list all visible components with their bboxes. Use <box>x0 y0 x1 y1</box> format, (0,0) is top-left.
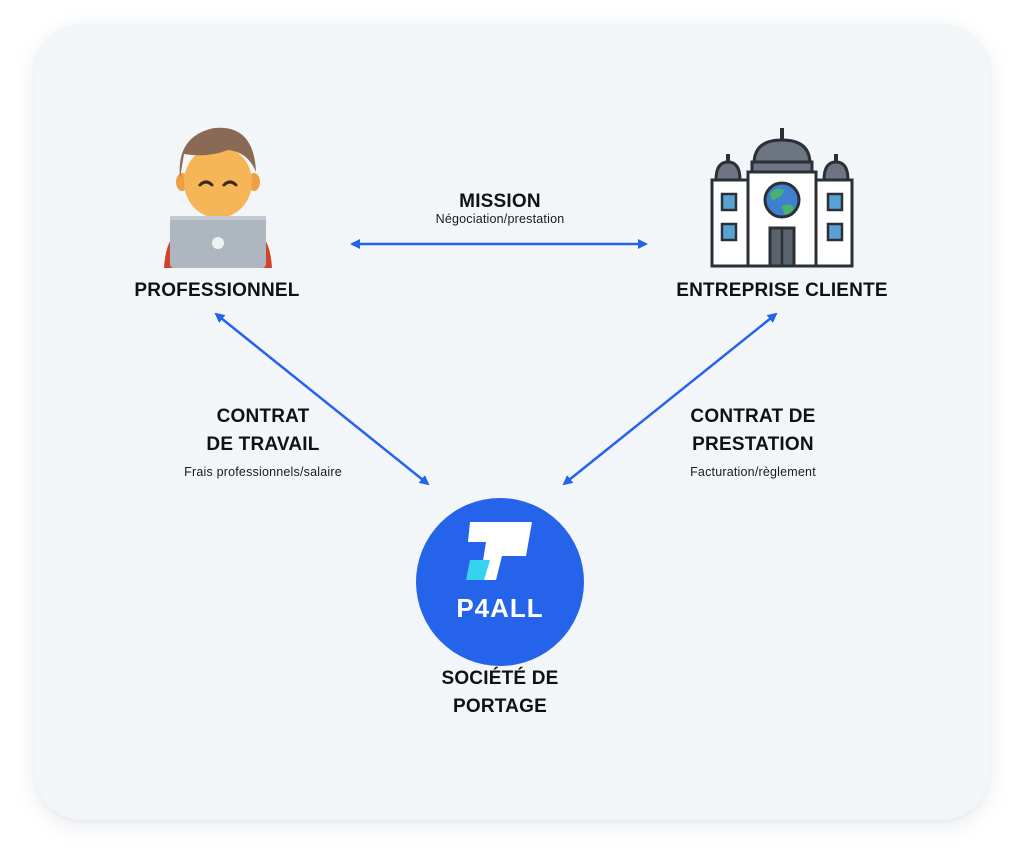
contrat-travail-title-line1: CONTRAT <box>216 406 310 427</box>
portage-title-line2: PORTAGE <box>453 696 547 717</box>
company-building-icon <box>710 128 854 268</box>
professional-laptop-icon <box>164 127 272 268</box>
logo-text: P4ALL <box>456 593 544 623</box>
mission-subtitle: Négociation/prestation <box>435 212 565 226</box>
contrat-prestation-title-line1: CONTRAT DE <box>690 406 816 427</box>
contrat-travail-title-line2: DE TRAVAIL <box>206 434 320 455</box>
contrat-prestation-title-line2: PRESTATION <box>692 434 814 455</box>
portage-title-line1: SOCIÉTÉ DE <box>441 668 559 689</box>
contrat-prestation-arrow <box>562 312 778 486</box>
mission-title: MISSION <box>459 191 541 212</box>
contrat-travail-arrow <box>214 312 430 486</box>
contrat-travail-subtitle: Frais professionnels/salaire <box>184 465 342 479</box>
entreprise-title: ENTREPRISE CLIENTE <box>676 280 888 301</box>
p4all-logo <box>416 498 584 666</box>
professionnel-title: PROFESSIONNEL <box>134 280 300 301</box>
contrat-prestation-subtitle: Facturation/règlement <box>690 465 816 479</box>
diagram-card <box>34 24 990 820</box>
